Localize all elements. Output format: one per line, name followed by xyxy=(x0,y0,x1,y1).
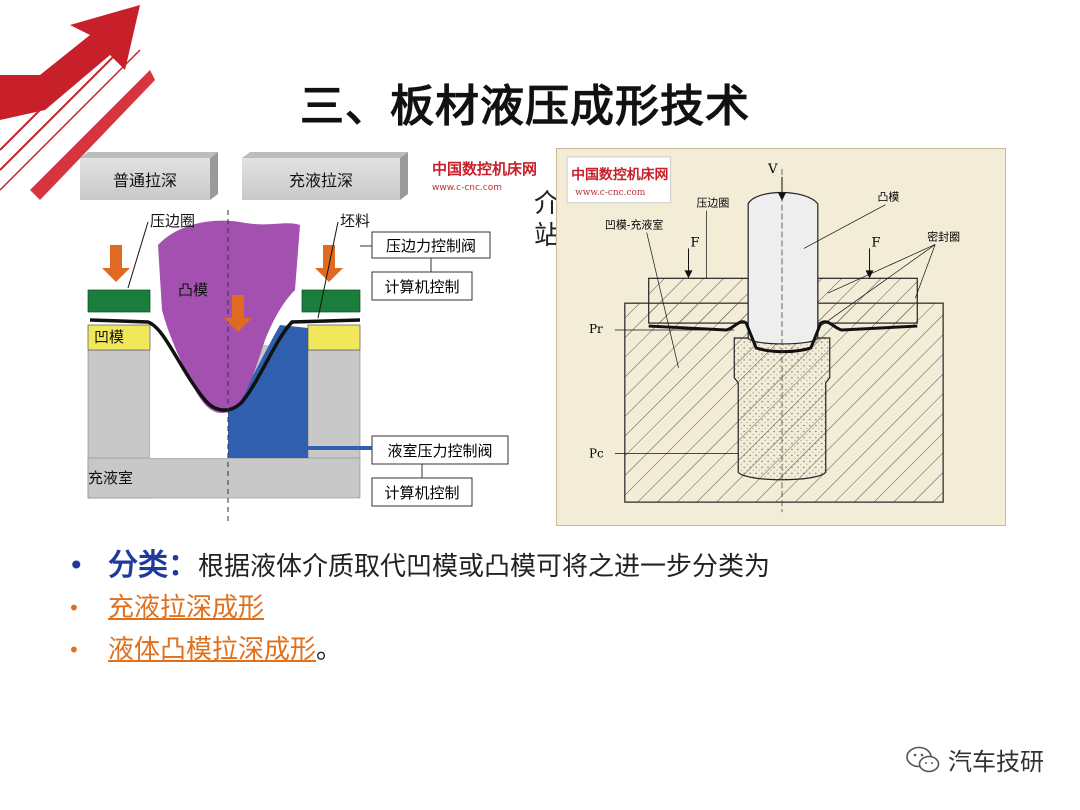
page-title: 三、板材液压成形技术 xyxy=(300,81,750,132)
figure-right-diagram: 中国数控机床网 www.c-cnc.com V F F 压边圈 凸模 凹模-充液… xyxy=(566,156,960,513)
label-blankholder-right: 压边圈 xyxy=(696,197,729,210)
box-hydro-draw-label: 充液拉深 xyxy=(289,171,353,190)
label-blankholder: 压边圈 xyxy=(150,212,195,230)
label-punch: 凸模 xyxy=(178,281,208,299)
corner-arrow-icon xyxy=(0,5,155,200)
hidden-fragment-2: 站 xyxy=(534,221,561,251)
bullet-dot: • xyxy=(68,549,85,582)
bullet-dot: • xyxy=(68,638,80,662)
wechat-icon xyxy=(906,746,940,772)
bullet-text: 根据液体介质取代凹模或凸模可将之进一步分类为 xyxy=(198,552,771,582)
label-f2: F xyxy=(872,235,881,250)
right-watermark-cn: 中国数控机床网 xyxy=(571,166,668,183)
box-normal-draw-label: 普通拉深 xyxy=(113,171,177,190)
bullet-dot: • xyxy=(68,596,80,620)
figure-right-panel: 中国数控机床网 www.c-cnc.com V F F 压边圈 凸模 凹模-充液… xyxy=(556,148,1006,526)
label-pc: Pc xyxy=(589,446,604,460)
bullet-link-2: • 液体凸模拉深成形。 xyxy=(68,629,1028,671)
ctrl-box-2-label: 计算机控制 xyxy=(384,278,459,296)
ctrl-box-1-label: 压边力控制阀 xyxy=(386,237,476,255)
label-f1: F xyxy=(690,235,699,250)
bullet-link-1: • 充液拉深成形 xyxy=(68,587,1028,629)
label-die-chamber: 凹模-充液室 xyxy=(605,218,663,232)
label-blank: 坯料 xyxy=(340,212,370,230)
bullet-lead: 分类： xyxy=(108,548,198,583)
watermark-text: 汽车技研 xyxy=(948,748,1044,776)
ctrl-box-1: 压边力控制阀 xyxy=(371,231,491,259)
figure-left-diagram: 普通拉深 充液拉深 中国数控机床网 www.c-cnc.com 凹模 凸模 压边… xyxy=(80,152,537,525)
ctrl-box-2: 计算机控制 xyxy=(371,271,473,301)
right-watermark-url: www.c-cnc.com xyxy=(575,188,646,198)
bullet-classification: • 分类：根据液体介质取代凹模或凸模可将之进一步分类为 xyxy=(68,545,1028,587)
label-punch-right: 凸模 xyxy=(877,191,899,204)
link-liquid-punch-drawing[interactable]: 液体凸模拉深成形 xyxy=(108,635,317,665)
box-hydro-draw: 充液拉深 xyxy=(242,152,408,200)
link-hydro-drawing[interactable]: 充液拉深成形 xyxy=(108,593,265,623)
left-watermark-cn: 中国数控机床网 xyxy=(432,160,537,178)
bullet-suffix: 。 xyxy=(316,635,343,665)
label-pr: Pr xyxy=(589,322,603,336)
bullet-list: • 分类：根据液体介质取代凹模或凸模可将之进一步分类为 • 充液拉深成形 • 液… xyxy=(68,545,1028,671)
ctrl-box-3-label: 液室压力控制阀 xyxy=(387,442,492,460)
box-normal-draw: 普通拉深 xyxy=(80,152,218,200)
label-die: 凹模 xyxy=(94,328,124,346)
left-watermark-url: www.c-cnc.com xyxy=(432,183,502,193)
ctrl-box-3: 液室压力控制阀 xyxy=(371,435,509,465)
label-v: V xyxy=(767,162,778,177)
ctrl-box-4: 计算机控制 xyxy=(371,477,473,507)
ctrl-box-4-label: 计算机控制 xyxy=(384,484,459,502)
watermark: 汽车技研 xyxy=(906,742,1044,777)
hidden-fragment-1: 介 xyxy=(534,189,561,219)
label-seal: 密封圈 xyxy=(927,230,960,244)
label-chamber: 充液室 xyxy=(88,469,133,487)
